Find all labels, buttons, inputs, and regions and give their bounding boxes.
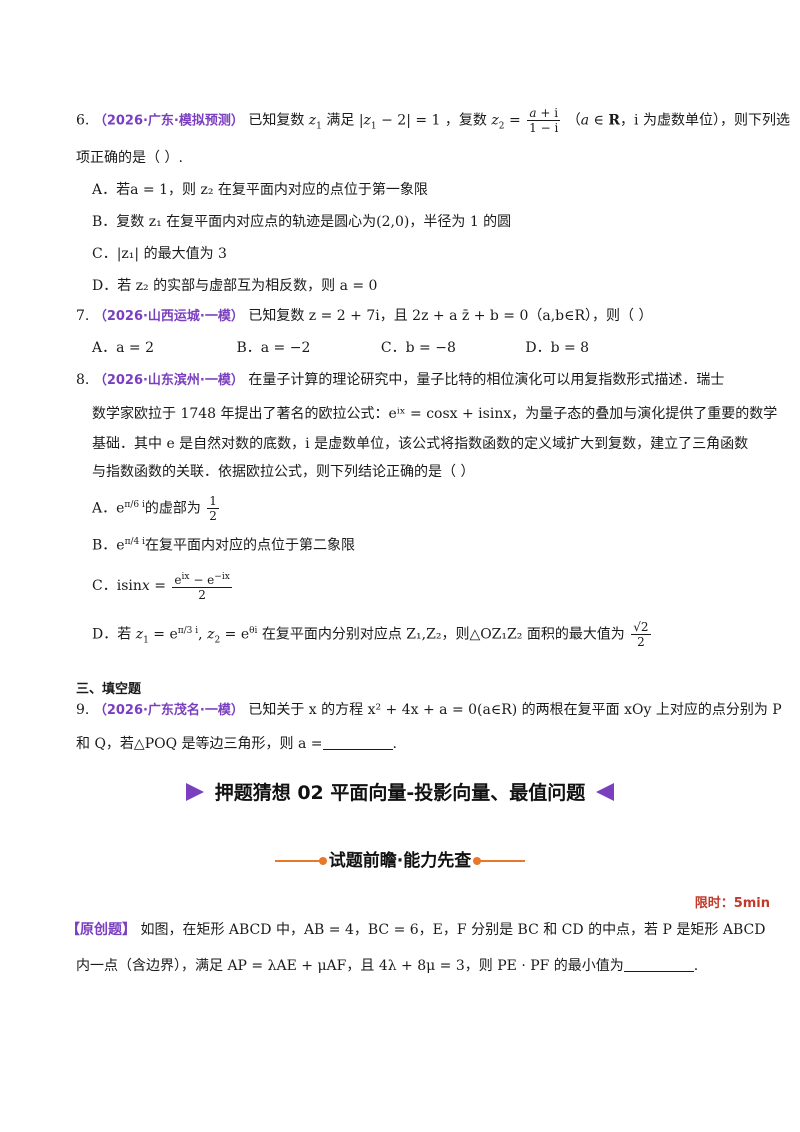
q8-stem-l3: 基础．其中 e 是自然对数的底数，i 是虚数单位，该公式将指数函数的定义域扩大到… (92, 436, 749, 452)
q6-option-a: A．若a = 1，则 z₂ 在复平面内对应的点位于第一象限 (92, 182, 428, 198)
q7-option-b: B．a = −2 (236, 340, 311, 356)
q9-stem-l1: 9. （2026·广东茂名·一模） 已知关于 x 的方程 x² + 4x + a… (76, 702, 782, 718)
section-heading: 三、填空题 (76, 682, 142, 697)
q6-option-d: D．若 z₂ 的实部与虚部互为相反数，则 a = 0 (92, 278, 378, 294)
q7-options: A．a = 2 B．a = −2 C．b = −8 D．b = 8 (92, 338, 665, 358)
q8-stem-l2: 数学家欧拉于 1748 年提出了著名的欧拉公式：eⁱˣ = cosx + isi… (92, 406, 778, 422)
orig-blank[interactable] (623, 957, 694, 972)
q7-option-d: D．b = 8 (525, 340, 590, 356)
triangle-left-icon (595, 783, 614, 801)
q8-option-d: D．若 z1 = eπ/3 i, z2 = eθi 在复平面内分别对应点 Z₁,… (92, 620, 651, 649)
section-banner: 押题猜想 02 平面向量-投影向量、最值问题 (0, 778, 800, 805)
q8-option-b: B．eπ/4 i在复平面内对应的点位于第二象限 (92, 537, 356, 554)
q6-option-c: C．|z₁| 的最大值为 3 (92, 246, 227, 262)
q9-blank[interactable] (322, 735, 393, 750)
decor-line-right-icon (473, 857, 526, 865)
q7-tag: （2026·山西运城·一模） (93, 309, 244, 324)
time-limit: 限时：5min (694, 896, 770, 911)
q6-tag: （2026·广东·模拟预测） (93, 113, 244, 129)
q6-stem-line2: 项正确的是（ ）. (76, 150, 183, 166)
orig-stem-l1: 【原创题】 如图，在矩形 ABCD 中，AB = 4，BC = 6，E，F 分别… (66, 922, 766, 938)
q8-tag: （2026·山东滨州·一模） (93, 373, 244, 388)
q7-stem: 7. （2026·山西运城·一模） 已知复数 z = 2 + 7i，且 2z +… (76, 308, 653, 324)
triangle-right-icon (186, 783, 205, 801)
q6-option-b: B．复数 z₁ 在复平面内对应点的轨迹是圆心为(2,0)，半径为 1 的圆 (92, 214, 512, 230)
q7-option-c: C．b = −8 (380, 340, 456, 356)
orig-tag: 【原创题】 (66, 922, 136, 938)
orig-stem-l2: 内一点（含边界），满足 AP = λAE + μAF，且 4λ + 8μ = 3… (76, 957, 699, 974)
q6-stem: 6. （2026·广东·模拟预测） 已知复数 z1 满足 |z1 − 2| = … (76, 106, 790, 135)
q7-option-a: A．a = 2 (92, 340, 154, 356)
q8-stem-l1: 8. （2026·山东滨州·一模） 在量子计算的理论研究中，量子比特的相位演化可… (76, 372, 725, 388)
sub-banner: 试题前瞻·能力先查 (0, 846, 800, 871)
q8-stem-l4: 与指数函数的关联．依据欧拉公式，则下列结论正确的是（ ） (92, 464, 475, 480)
decor-line-left-icon (274, 857, 327, 865)
q9-stem-l2: 和 Q，若△POQ 是等边三角形，则 a =. (76, 735, 397, 752)
q9-tag: （2026·广东茂名·一模） (93, 703, 244, 718)
